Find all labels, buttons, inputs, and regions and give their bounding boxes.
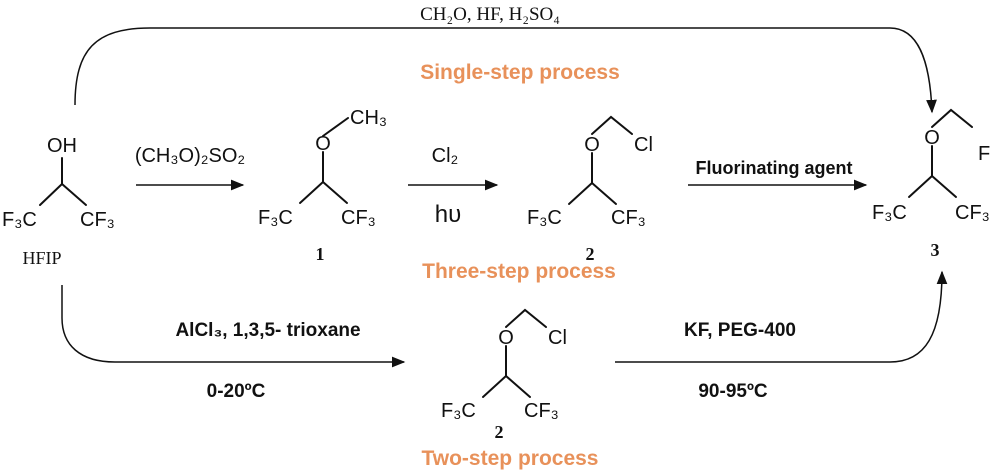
compound-2-number: 2 (586, 244, 595, 264)
compound-2-cf3-left: F₃C (527, 207, 562, 229)
compound-2-two-step: O Cl F₃C CF₃ 2 (441, 308, 567, 442)
two-step-arrow-1 (61, 285, 406, 368)
hfip-label: HFIP (22, 248, 61, 268)
hfip-molecule: OH F₃C CF₃ HFIP (2, 135, 115, 268)
compound-1-ch3: CH₃ (350, 107, 387, 129)
three-step-label: Three-step process (422, 260, 616, 283)
compound-2b-o: O (498, 327, 514, 349)
single-step-label: Single-step process (420, 61, 620, 84)
compound-2-cf3-right: CF₃ (611, 207, 646, 229)
kf-peg-reagents: KF, PEG-400 (684, 320, 796, 341)
compound-1-number: 1 (316, 244, 325, 264)
hfip-oh: OH (47, 135, 77, 157)
single-step-reagents: CH₂O, HF, H₂SO₄ (420, 4, 560, 25)
compound-3-cf3-right: CF₃ (955, 202, 990, 224)
kf-temperature: 90-95ºC (698, 381, 768, 402)
compound-3-f: F (978, 143, 990, 165)
two-step-reagents: AlCl₃, 1,3,5- trioxane (175, 320, 360, 341)
compound-2-cl: Cl (634, 134, 653, 156)
compound-3: O F F₃C CF₃ 3 (872, 108, 990, 260)
compound-3-cf3-left: F₃C (872, 202, 907, 224)
compound-1-o: O (315, 133, 331, 155)
compound-3-number: 3 (931, 240, 940, 260)
compound-3-o: O (924, 127, 940, 149)
compound-1-cf3-right: CF₃ (341, 207, 376, 229)
two-step-temperature: 0-20ºC (207, 381, 266, 402)
compound-1: O CH₃ F₃C CF₃ 1 (258, 107, 387, 264)
compound-2b-number: 2 (495, 422, 504, 442)
single-step-arrow (74, 27, 937, 114)
compound-2: O Cl F₃C CF₃ 2 (527, 115, 653, 264)
compound-1-cf3-left: F₃C (258, 207, 293, 229)
two-step-label: Two-step process (422, 447, 599, 470)
hfip-cf3-right: CF₃ (80, 209, 115, 231)
light-symbol: hυ (435, 201, 461, 228)
compound-2b-cl: Cl (548, 327, 567, 349)
hfip-cf3-left: F₃C (2, 209, 37, 231)
chlorination-reagent: Cl₂ (432, 145, 459, 167)
compound-2b-cf3-right: CF₃ (524, 400, 559, 422)
methylating-reagent: (CH₃O)₂SO₂ (135, 145, 245, 167)
fluorinating-reagent: Fluorinating agent (696, 158, 853, 178)
compound-2b-cf3-left: F₃C (441, 400, 476, 422)
compound-2-o: O (584, 134, 600, 156)
two-step-arrow-2 (615, 270, 948, 363)
